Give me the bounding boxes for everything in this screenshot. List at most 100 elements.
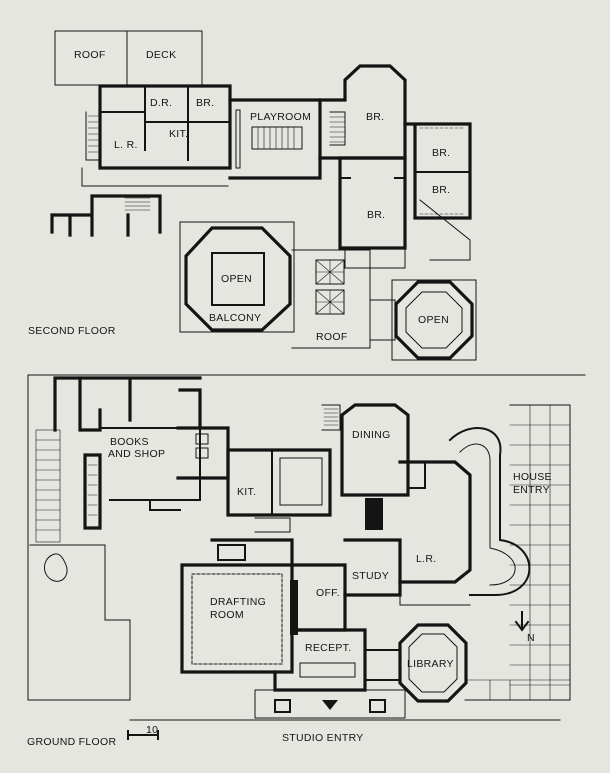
ground-floor-title: GROUND FLOOR: [27, 736, 116, 748]
east-bedrooms-walls: [403, 122, 472, 220]
lower-roof-outline: [291, 249, 371, 349]
library-passage: [364, 649, 401, 681]
drafting-vestibule: [217, 544, 246, 561]
stair-outline: [85, 111, 101, 161]
books-shop-label-2: AND SHOP: [108, 448, 165, 460]
house-entry-label-2: ENTRY: [513, 484, 550, 496]
south-br-bay: [344, 247, 406, 269]
second-floor-br-b-label: BR.: [366, 111, 384, 123]
apartment-terrace: [81, 167, 229, 187]
garden-urn: [44, 553, 68, 582]
second-floor-kit-label: KIT.: [169, 128, 188, 140]
study-label: STUDY: [352, 570, 389, 582]
house-entry-label-1: HOUSE: [513, 471, 552, 483]
library-octagon: [398, 623, 468, 703]
lot-line-west: [27, 374, 131, 701]
central-stair: [329, 111, 346, 146]
living-room-walls: [398, 460, 472, 584]
second-floor-dr-label: D.R.: [150, 97, 172, 109]
second-floor-roof-label: ROOF: [74, 49, 106, 61]
reception-desk: [299, 662, 356, 678]
terrace-grid: [509, 404, 571, 701]
second-floor-br-a-label: BR.: [196, 97, 214, 109]
west-path-pavers: [35, 439, 61, 531]
scale-label: 10: [146, 724, 158, 736]
study-walls: [343, 538, 402, 597]
stair-treads: [87, 115, 99, 153]
kitchen-walls: [226, 448, 332, 517]
drafting-room-label-1: DRAFTING: [210, 596, 266, 608]
reception-label: RECEPT.: [305, 642, 351, 654]
second-floor-open-balcony-label: OPEN: [221, 273, 252, 285]
drafting-chimney: [290, 580, 298, 635]
second-floor-br-c-label: BR.: [432, 147, 450, 159]
kitchen-label: KIT.: [237, 486, 256, 498]
reception-walls: [273, 628, 367, 692]
living-bay: [399, 581, 471, 606]
north-bedroom-walls: [318, 64, 407, 160]
office-label: OFF.: [316, 587, 340, 599]
playroom-walls: [228, 98, 322, 180]
west-stair: [124, 197, 151, 211]
wc-fixture: [195, 433, 209, 445]
books-stair-treads: [87, 464, 98, 516]
shop-room: [99, 427, 201, 511]
kitchen-step: [254, 517, 291, 533]
balcony-opening: [211, 252, 265, 306]
roof-step: [369, 299, 396, 341]
apartment-walls: [98, 84, 232, 170]
loggia-piers: [274, 699, 386, 713]
entry-walk-inner: [459, 443, 516, 586]
drafting-north-wall: [210, 538, 294, 567]
balcony-frame: [179, 221, 295, 333]
entry-marker: [322, 700, 338, 710]
balcony-octagon: [184, 226, 292, 332]
west-path: [35, 429, 61, 543]
second-floor-playroom-label: PLAYROOM: [250, 111, 311, 123]
scale-bar: [127, 730, 159, 740]
entry-vestibule: [407, 461, 426, 489]
west-balcony-edge: [50, 194, 162, 237]
ground-floor-plan: BOOKS AND SHOP DINING KIT. HOUSE ENTRY L…: [27, 374, 586, 748]
terrace-outline: [464, 404, 571, 701]
dining-stair: [321, 404, 341, 431]
library-label: LIBRARY: [407, 658, 454, 670]
library-roof-inner: [405, 291, 463, 349]
library-roof-octagon: [394, 280, 474, 360]
books-shop-label-1: BOOKS: [110, 436, 149, 448]
second-floor-deck-label: DECK: [146, 49, 176, 61]
dining-label: DINING: [352, 429, 391, 441]
east-terrace: [419, 199, 471, 261]
second-floor-roof-bottom-label: ROOF: [316, 331, 348, 343]
studio-loggia: [254, 689, 406, 719]
library-roof-frame: [391, 279, 477, 361]
drafting-balcony-above: [191, 573, 283, 665]
playroom-fireplace: [235, 109, 241, 169]
playroom-grille: [257, 126, 295, 150]
skylight-south-grid: [315, 289, 345, 315]
second-floor-open-octagon-label: OPEN: [418, 314, 449, 326]
house-entry-curve: [448, 427, 531, 596]
pantry-counters: [279, 457, 323, 506]
hall-fireplace: [365, 498, 383, 530]
second-floor-br-e-label: BR.: [367, 209, 385, 221]
playroom-piers: [251, 126, 303, 150]
books-shop-walls: [53, 376, 202, 432]
skylight-north-grid: [315, 259, 345, 285]
dining-walls: [340, 403, 410, 497]
south-walk: [464, 679, 571, 701]
second-floor-br-d-label: BR.: [432, 184, 450, 196]
books-stair-block: [83, 453, 102, 530]
drafting-room-walls: [180, 563, 294, 674]
library-inner-ring: [408, 633, 458, 693]
studio-entry-label: STUDIO ENTRY: [282, 732, 364, 744]
living-room-label: L.R.: [416, 553, 436, 565]
garden-wall: [29, 544, 131, 701]
closet-lines: [419, 127, 466, 215]
north-arrow-icon: [514, 611, 530, 632]
south-bedroom-walls: [338, 156, 407, 250]
dining-stair-treads: [323, 408, 339, 426]
central-stair-treads: [329, 116, 346, 143]
second-floor-lr-label: L. R.: [114, 139, 138, 151]
